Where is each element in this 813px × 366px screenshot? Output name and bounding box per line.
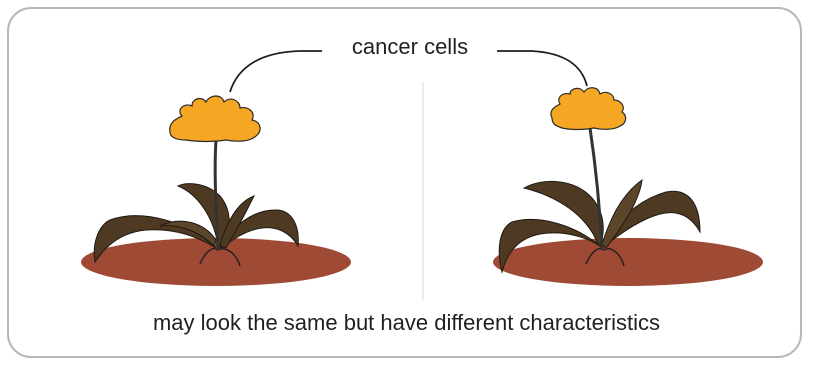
soil-left [81, 238, 351, 286]
leaf-right-2 [524, 181, 603, 246]
flower-left [170, 96, 260, 142]
flower-right [551, 88, 626, 130]
callout-line-right [497, 51, 587, 86]
callout-label: cancer cells [330, 36, 490, 58]
soil-right [493, 238, 763, 286]
callout-line-left [230, 51, 322, 92]
plant-left [81, 96, 351, 286]
caption: may look the same but have different cha… [40, 312, 773, 334]
plant-right [493, 88, 763, 286]
